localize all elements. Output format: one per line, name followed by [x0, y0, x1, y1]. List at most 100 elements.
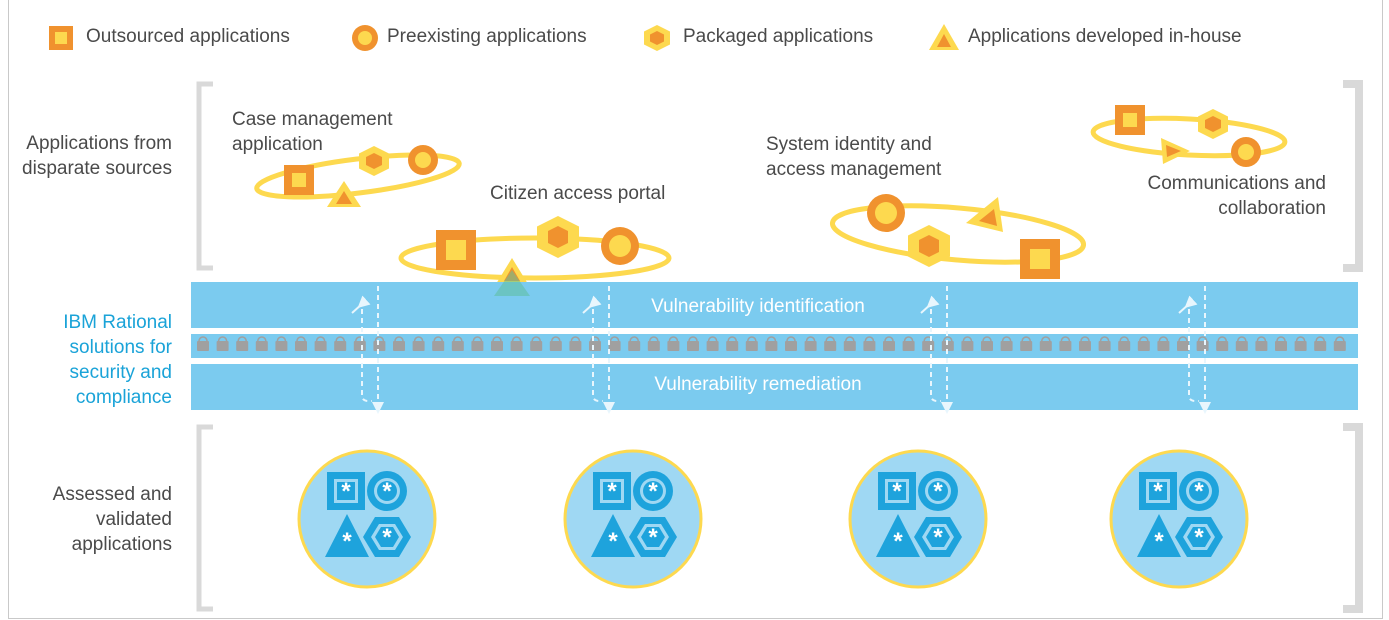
- asterisk-icon: *: [608, 528, 618, 555]
- asterisk-icon: *: [892, 478, 902, 505]
- asterisk-icon: *: [341, 478, 351, 505]
- validated-app-circle: * * * *: [563, 449, 703, 589]
- lock-icon: [1020, 336, 1033, 351]
- cycle-arrow-icon: [351, 286, 384, 414]
- lock-icon: [745, 336, 758, 351]
- legend-square-icon: [49, 26, 73, 50]
- legend-triangle-icon: [929, 24, 959, 50]
- lock-icon: [608, 336, 621, 351]
- lock-icon: [902, 336, 915, 351]
- lock-icon: [1177, 336, 1189, 351]
- legend-circle-icon: [352, 25, 378, 51]
- validated-app-circle: ****: [1109, 449, 1249, 589]
- lock-icon: [471, 336, 484, 351]
- cycle-arrow-icon: [1178, 286, 1211, 414]
- legend-hexagon-icon: [644, 25, 670, 51]
- lock-icon: [1235, 336, 1248, 351]
- band-label-identification: Vulnerability identification: [651, 296, 865, 317]
- group-label-citizen-portal: Citizen access portal: [490, 183, 666, 204]
- group-label-case-management: Case management application: [232, 109, 393, 155]
- lock-icon: [255, 336, 268, 351]
- lock-icon: [1098, 336, 1111, 351]
- app-group-communications: [1090, 105, 1288, 167]
- lock-icon: [216, 336, 229, 351]
- lock-icon: [1255, 336, 1268, 351]
- asterisk-icon: *: [342, 528, 352, 555]
- asterisk-icon: *: [1194, 478, 1204, 505]
- lock-icon: [314, 336, 327, 351]
- asterisk-icon: *: [648, 478, 658, 505]
- lock-icon: [726, 336, 739, 351]
- app-group-citizen-portal: [398, 216, 672, 284]
- top-right-bracket: [1343, 80, 1363, 272]
- lock-icon: [687, 336, 699, 351]
- asterisk-icon: *: [893, 528, 903, 555]
- lock-icon: [824, 336, 837, 351]
- lock-icon: [765, 336, 778, 351]
- asterisk-icon: *: [1194, 524, 1204, 551]
- remediation-band: [191, 364, 1358, 410]
- lock-icon: [804, 336, 817, 351]
- side-label-assessed: Assessed and validated applications: [52, 484, 172, 555]
- lock-icon: [1118, 336, 1131, 351]
- top-left-bracket: [196, 81, 213, 271]
- lock-icon: [569, 336, 582, 351]
- asterisk-icon: *: [382, 478, 392, 505]
- bottom-left-bracket: [196, 424, 213, 612]
- bottom-right-bracket: [1343, 423, 1363, 613]
- lock-icon: [295, 336, 307, 351]
- legend-label-packaged: Packaged applications: [683, 26, 874, 47]
- cycle-arrows: [351, 286, 1211, 414]
- app-group-identity-management: [829, 194, 1087, 279]
- lock-row: [197, 336, 1346, 351]
- group-label-identity-management: System identity and access management: [766, 134, 942, 180]
- lock-icon: [1275, 336, 1287, 351]
- lock-icon: [981, 336, 993, 351]
- lock-icon: [1294, 336, 1307, 351]
- lock-icon: [667, 336, 680, 351]
- legend-label-outsourced: Outsourced applications: [86, 26, 290, 47]
- asterisk-icon: *: [1154, 528, 1164, 555]
- legend-label-inhouse: Applications developed in-house: [968, 26, 1242, 47]
- lock-icon: [491, 336, 503, 351]
- lock-icon: [1059, 336, 1072, 351]
- legend-label-preexisting: Preexisting applications: [387, 26, 587, 47]
- lock-icon: [334, 336, 347, 351]
- lock-icon: [393, 336, 405, 351]
- lock-icon: [510, 336, 523, 351]
- lock-icon: [432, 336, 445, 351]
- diagram-frame: [8, 0, 1383, 619]
- asterisk-icon: *: [648, 524, 658, 551]
- asterisk-icon: *: [933, 478, 943, 505]
- lock-icon: [785, 336, 797, 351]
- lock-icon: [1333, 336, 1346, 351]
- triangle-overlap: [494, 270, 530, 296]
- lock-icon: [961, 336, 974, 351]
- lock-icon: [451, 336, 464, 351]
- cycle-arrow-icon: [582, 286, 615, 414]
- lock-icon: [706, 336, 719, 351]
- lock-icon: [275, 336, 288, 351]
- band-label-remediation: Vulnerability remediation: [654, 374, 862, 395]
- group-label-communications: Communications and collaboration: [1147, 173, 1326, 219]
- asterisk-icon: *: [607, 478, 617, 505]
- lock-icon: [628, 336, 641, 351]
- lock-icon: [1039, 336, 1052, 351]
- lock-icon: [530, 336, 543, 351]
- asterisk-icon: *: [933, 524, 943, 551]
- lock-icon: [863, 336, 876, 351]
- lock-icon: [197, 336, 209, 351]
- side-label-sources: Applications from disparate sources: [22, 133, 172, 179]
- lock-icon: [373, 336, 386, 351]
- app-group-case-management: [254, 145, 462, 207]
- lock-icon: [843, 336, 856, 351]
- lock-icon: [549, 336, 562, 351]
- lock-icon: [236, 336, 249, 351]
- lock-icon: [1137, 336, 1150, 351]
- cycle-arrow-icon: [920, 286, 953, 414]
- validated-app-circle: * * * *: [848, 449, 988, 589]
- validated-applications: ****************: [297, 449, 1249, 589]
- lock-icon: [647, 336, 660, 351]
- lock-icon: [1216, 336, 1229, 351]
